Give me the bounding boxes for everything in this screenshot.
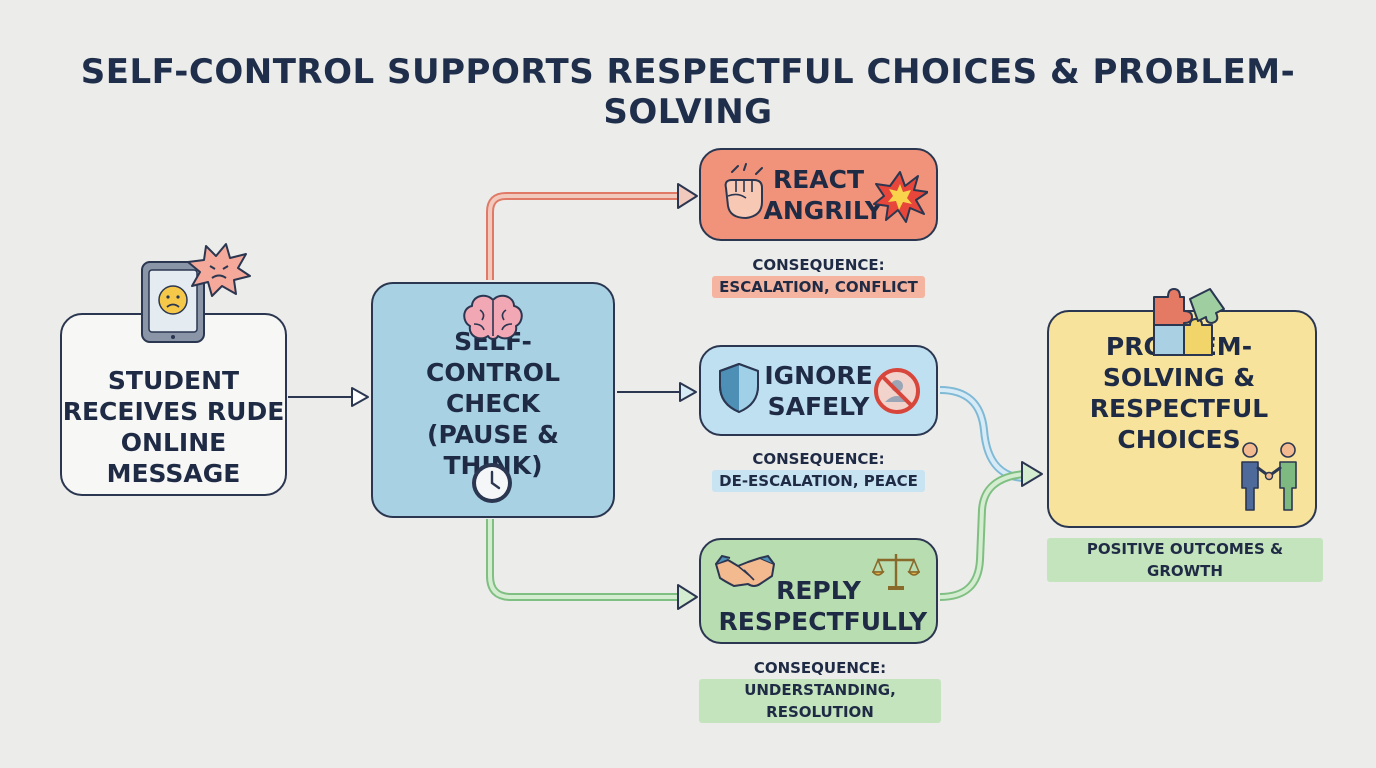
explosion-icon <box>873 171 928 223</box>
scales-icon <box>872 554 920 590</box>
clock-icon <box>472 463 512 503</box>
consequence-reply-value: UNDERSTANDING, RESOLUTION <box>699 679 941 723</box>
consequence-react: CONSEQUENCE: ESCALATION, CONFLICT <box>699 254 938 298</box>
tablet-sad-face-icon <box>141 261 205 343</box>
positive-outcome-text: POSITIVE OUTCOMES & GROWTH <box>1047 538 1323 582</box>
arrow-student-to-check <box>288 387 369 407</box>
positive-outcome-tag: POSITIVE OUTCOMES & GROWTH <box>1047 538 1323 582</box>
shield-icon <box>719 363 759 413</box>
node-reply-respectfully: REPLY RESPECTFULLY <box>699 538 938 644</box>
puzzle-icon <box>1153 288 1225 356</box>
consequence-ignore: CONSEQUENCE: DE-ESCALATION, PEACE <box>699 448 938 492</box>
consequence-label: CONSEQUENCE: <box>752 256 885 274</box>
arrow-check-to-react <box>486 183 698 280</box>
people-handshake-icon <box>1241 442 1297 511</box>
consequence-ignore-value: DE-ESCALATION, PEACE <box>712 470 925 492</box>
node-student-label: STUDENT RECEIVES RUDE ONLINE MESSAGE <box>62 366 285 488</box>
node-react-label: REACT ANGRILY <box>763 164 883 225</box>
node-reply-label: REPLY RESPECTFULLY <box>718 576 928 636</box>
angry-burst-icon <box>187 243 251 297</box>
node-ignore-label: IGNORE SAFELY <box>764 360 873 421</box>
consequence-label: CONSEQUENCE: <box>753 659 887 677</box>
handshake-icon <box>715 554 775 587</box>
consequence-reply: CONSEQUENCE: UNDERSTANDING, RESOLUTION <box>699 657 941 723</box>
arrow-ignore-to-outcome <box>939 386 1031 483</box>
node-problem-solving: PROBLEM-SOLVING & RESPECTFUL CHOICES <box>1047 310 1317 528</box>
node-problem-solving-label: PROBLEM-SOLVING & RESPECTFUL CHOICES <box>1089 332 1269 454</box>
page-title: SELF-CONTROL SUPPORTS RESPECTFUL CHOICES… <box>80 52 1296 132</box>
arrow-reply-to-outcome <box>939 461 1043 601</box>
consequence-label: CONSEQUENCE: <box>752 450 885 468</box>
fist-icon <box>724 163 763 219</box>
arrow-check-to-reply <box>486 519 698 610</box>
consequence-react-value: ESCALATION, CONFLICT <box>712 276 925 298</box>
arrow-check-to-ignore <box>617 382 697 402</box>
node-check-label: SELF-CONTROL CHECK (PAUSE & THINK) <box>425 326 560 480</box>
node-student-message: STUDENT RECEIVES RUDE ONLINE MESSAGE <box>60 313 287 496</box>
no-symbol-icon <box>874 368 920 414</box>
brain-icon <box>463 294 523 340</box>
